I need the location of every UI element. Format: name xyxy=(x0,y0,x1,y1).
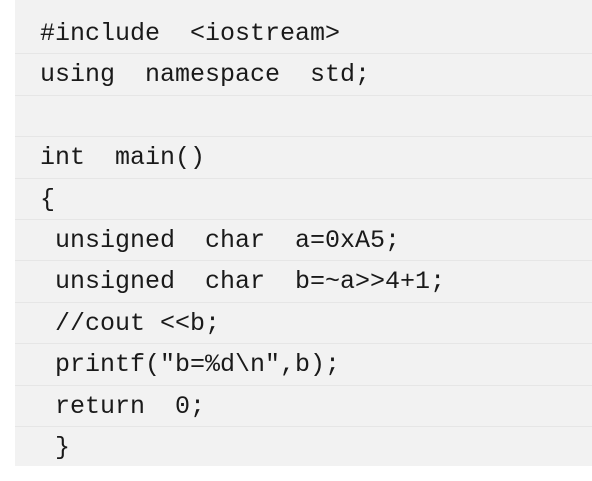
code-line-8: //cout <<b; xyxy=(15,303,592,345)
code-line-7: unsigned char b=~a>>4+1; xyxy=(15,261,592,304)
code-line-10: return 0; xyxy=(15,386,592,428)
code-line-4: int main() xyxy=(15,137,592,179)
code-line-1: #include <iostream> xyxy=(15,13,592,55)
code-line-11: } xyxy=(40,432,71,462)
code-line-6: unsigned char a=0xA5; xyxy=(15,220,592,262)
code-line-9: printf("b=%d\n",b); xyxy=(15,344,592,386)
code-line-3 xyxy=(15,96,592,138)
code-line-5: { xyxy=(15,179,592,221)
code-line-2: using namespace std; xyxy=(15,54,592,97)
code-block: #include <iostream> using namespace std;… xyxy=(15,0,592,466)
